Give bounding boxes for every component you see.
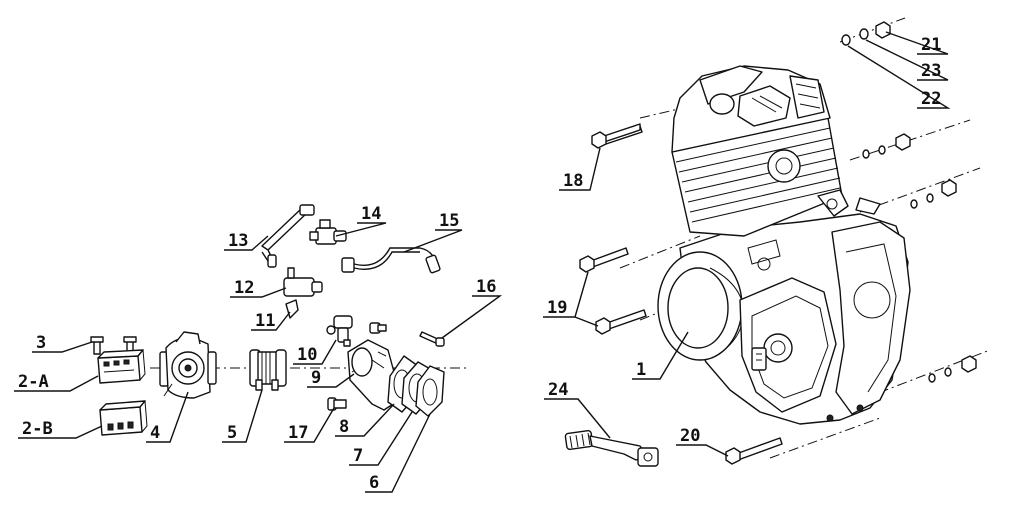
part-1-engine (657, 65, 911, 425)
svg-text:6: 6 (369, 473, 379, 493)
callout-12: 12 (230, 278, 287, 298)
part-6-gasket (415, 365, 445, 417)
svg-text:1: 1 (636, 360, 646, 380)
svg-text:18: 18 (563, 171, 583, 191)
svg-text:13: 13 (228, 231, 248, 251)
svg-text:20: 20 (680, 426, 700, 446)
part-bolt-small (369, 322, 387, 334)
svg-text:11: 11 (255, 311, 275, 331)
callout-4: 4 (146, 391, 189, 443)
callout-20: 20 (676, 426, 729, 457)
callout-6: 6 (365, 413, 431, 493)
callout-2-a: 2-A (14, 372, 99, 392)
callout-2-b: 2-B (18, 419, 103, 439)
svg-text:15: 15 (439, 211, 459, 231)
part-13-bracket (261, 204, 315, 268)
part-9-intake-manifold (347, 339, 397, 411)
callout-1: 1 (632, 331, 689, 380)
part-5-intake-joint (249, 349, 287, 391)
callout-16: 16 (441, 277, 503, 339)
svg-text:12: 12 (234, 278, 254, 298)
callout-19: 19 (543, 271, 599, 327)
part-17-bolt (327, 397, 347, 411)
part-18-stud-bolt (591, 123, 643, 149)
callout-22: 22 (847, 45, 951, 109)
part-3-screw (90, 336, 137, 355)
svg-text:7: 7 (353, 446, 363, 466)
svg-text:4: 4 (150, 423, 160, 443)
callout-17: 17 (284, 407, 335, 443)
callout-23: 23 (865, 39, 949, 81)
callout-15: 15 (403, 211, 463, 253)
part-24-kick-lever (564, 429, 659, 467)
svg-text:10: 10 (297, 345, 317, 365)
svg-text:8: 8 (339, 417, 349, 437)
part-16-stud (419, 331, 445, 347)
callout-9: 9 (307, 368, 355, 388)
callout-3: 3 (32, 333, 93, 353)
callout-24: 24 (544, 380, 611, 439)
svg-text:2-B: 2-B (22, 419, 53, 439)
callout-18: 18 (559, 147, 601, 191)
callout-7: 7 (349, 411, 413, 466)
svg-text:9: 9 (311, 368, 321, 388)
svg-text:14: 14 (361, 204, 381, 224)
svg-text:2-A: 2-A (18, 372, 49, 392)
part-19-bolts (579, 247, 647, 335)
callout-8: 8 (335, 403, 395, 437)
svg-text:5: 5 (227, 423, 237, 443)
part-4-throttle-body (159, 331, 217, 399)
svg-text:19: 19 (547, 298, 567, 318)
part-15-cable (341, 247, 441, 274)
callout-10: 10 (293, 339, 337, 365)
part-20-bolt (725, 437, 783, 465)
svg-text:22: 22 (921, 89, 941, 109)
svg-text:23: 23 (921, 61, 941, 81)
callout-11: 11 (251, 311, 291, 331)
part-21-23-nut-washers (841, 21, 891, 46)
stud-nuts-right (862, 133, 977, 383)
callout-21: 21 (885, 31, 949, 55)
svg-text:24: 24 (548, 380, 568, 400)
svg-text:16: 16 (476, 277, 496, 297)
part-14-valve (309, 219, 347, 245)
callout-5: 5 (222, 389, 263, 443)
part-10-injector (326, 315, 353, 347)
svg-text:17: 17 (288, 423, 308, 443)
callout-14: 14 (335, 204, 387, 237)
part-2a-cdi-unit (97, 348, 146, 384)
part-2b-regulator (99, 399, 148, 436)
svg-text:3: 3 (36, 333, 46, 353)
callout-13: 13 (224, 231, 269, 251)
part-12-fuel-cup (283, 267, 323, 297)
